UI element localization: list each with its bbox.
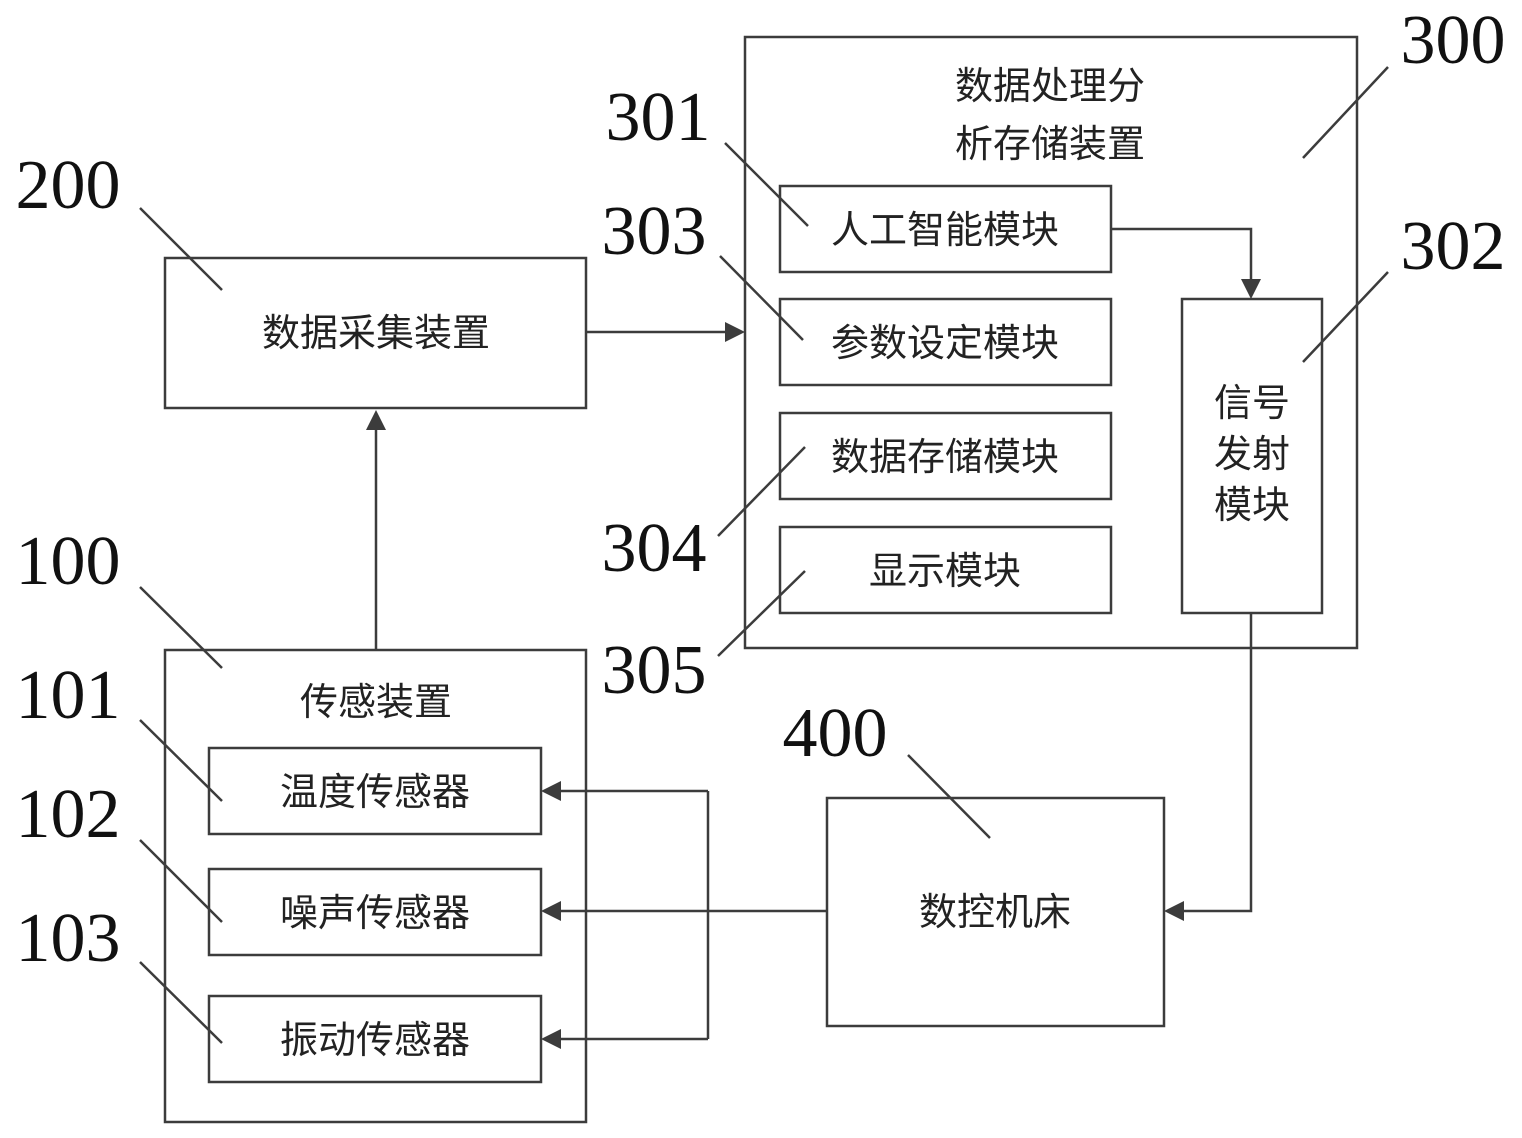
- arrowhead-left: [1164, 901, 1184, 921]
- acquisition-device-label: 数据采集装置: [262, 311, 490, 355]
- vibration-sensor-label: 振动传感器: [280, 1018, 470, 1062]
- display-module-label: 显示模块: [869, 549, 1021, 593]
- arrowhead-left: [541, 1029, 561, 1049]
- leader-302: [1302, 271, 1389, 363]
- sensing-device-label: 传感装置: [300, 680, 452, 724]
- leader-303: [719, 255, 804, 341]
- ai-module-box: [778, 184, 1113, 274]
- temperature-sensor-box: [207, 746, 543, 836]
- leader-400: [907, 754, 991, 839]
- temperature-sensor-label: 温度传感器: [280, 770, 470, 814]
- ref-303: 303: [602, 193, 707, 270]
- arrowhead-left: [541, 781, 561, 801]
- param-setting-module-label: 参数设定模块: [831, 321, 1059, 365]
- ref-304: 304: [602, 510, 707, 587]
- signal-to-cnc-line: [1182, 613, 1253, 913]
- arrowhead-left: [541, 901, 561, 921]
- leader-304: [717, 446, 806, 537]
- display-module-box: [778, 525, 1113, 615]
- ref-301: 301: [606, 79, 711, 156]
- signal-module-label-line1: 信号: [1214, 381, 1290, 425]
- data-acquisition-device-box: [163, 256, 588, 410]
- ref-102: 102: [16, 776, 121, 853]
- arrowhead-down: [1241, 279, 1261, 299]
- ref-103: 103: [16, 900, 121, 977]
- leader-101: [139, 719, 223, 802]
- leader-200: [139, 207, 223, 291]
- leader-305: [717, 570, 806, 657]
- leader-100: [139, 586, 223, 669]
- ref-302: 302: [1401, 208, 1506, 285]
- leader-300: [1302, 66, 1389, 159]
- param-setting-module-box: [778, 297, 1113, 387]
- ref-300: 300: [1401, 2, 1506, 79]
- ref-100: 100: [16, 523, 121, 600]
- arrowhead-up: [366, 410, 386, 430]
- ai-to-signal-line: [1111, 227, 1253, 281]
- data-storage-module-box: [778, 411, 1113, 501]
- ref-200: 200: [16, 147, 121, 224]
- processing-device-label-line2: 析存储装置: [955, 122, 1145, 166]
- cnc-machine-label: 数控机床: [919, 890, 1071, 934]
- ref-101: 101: [16, 657, 121, 734]
- cnc-machine-box: [825, 796, 1166, 1028]
- leader-103: [139, 961, 223, 1044]
- leader-102: [139, 839, 223, 923]
- data-storage-module-label: 数据存储模块: [831, 435, 1059, 479]
- noise-sensor-box: [207, 867, 543, 957]
- ref-305: 305: [602, 632, 707, 709]
- signal-module-label-line3: 模块: [1214, 483, 1290, 527]
- ref-400: 400: [783, 695, 888, 772]
- leader-301: [724, 142, 809, 227]
- processing-device-label-line1: 数据处理分: [955, 64, 1145, 108]
- noise-sensor-label: 噪声传感器: [280, 891, 470, 935]
- arrowhead-right: [725, 322, 745, 342]
- ai-module-label: 人工智能模块: [831, 208, 1059, 252]
- signal-module-label-line2: 发射: [1214, 432, 1290, 476]
